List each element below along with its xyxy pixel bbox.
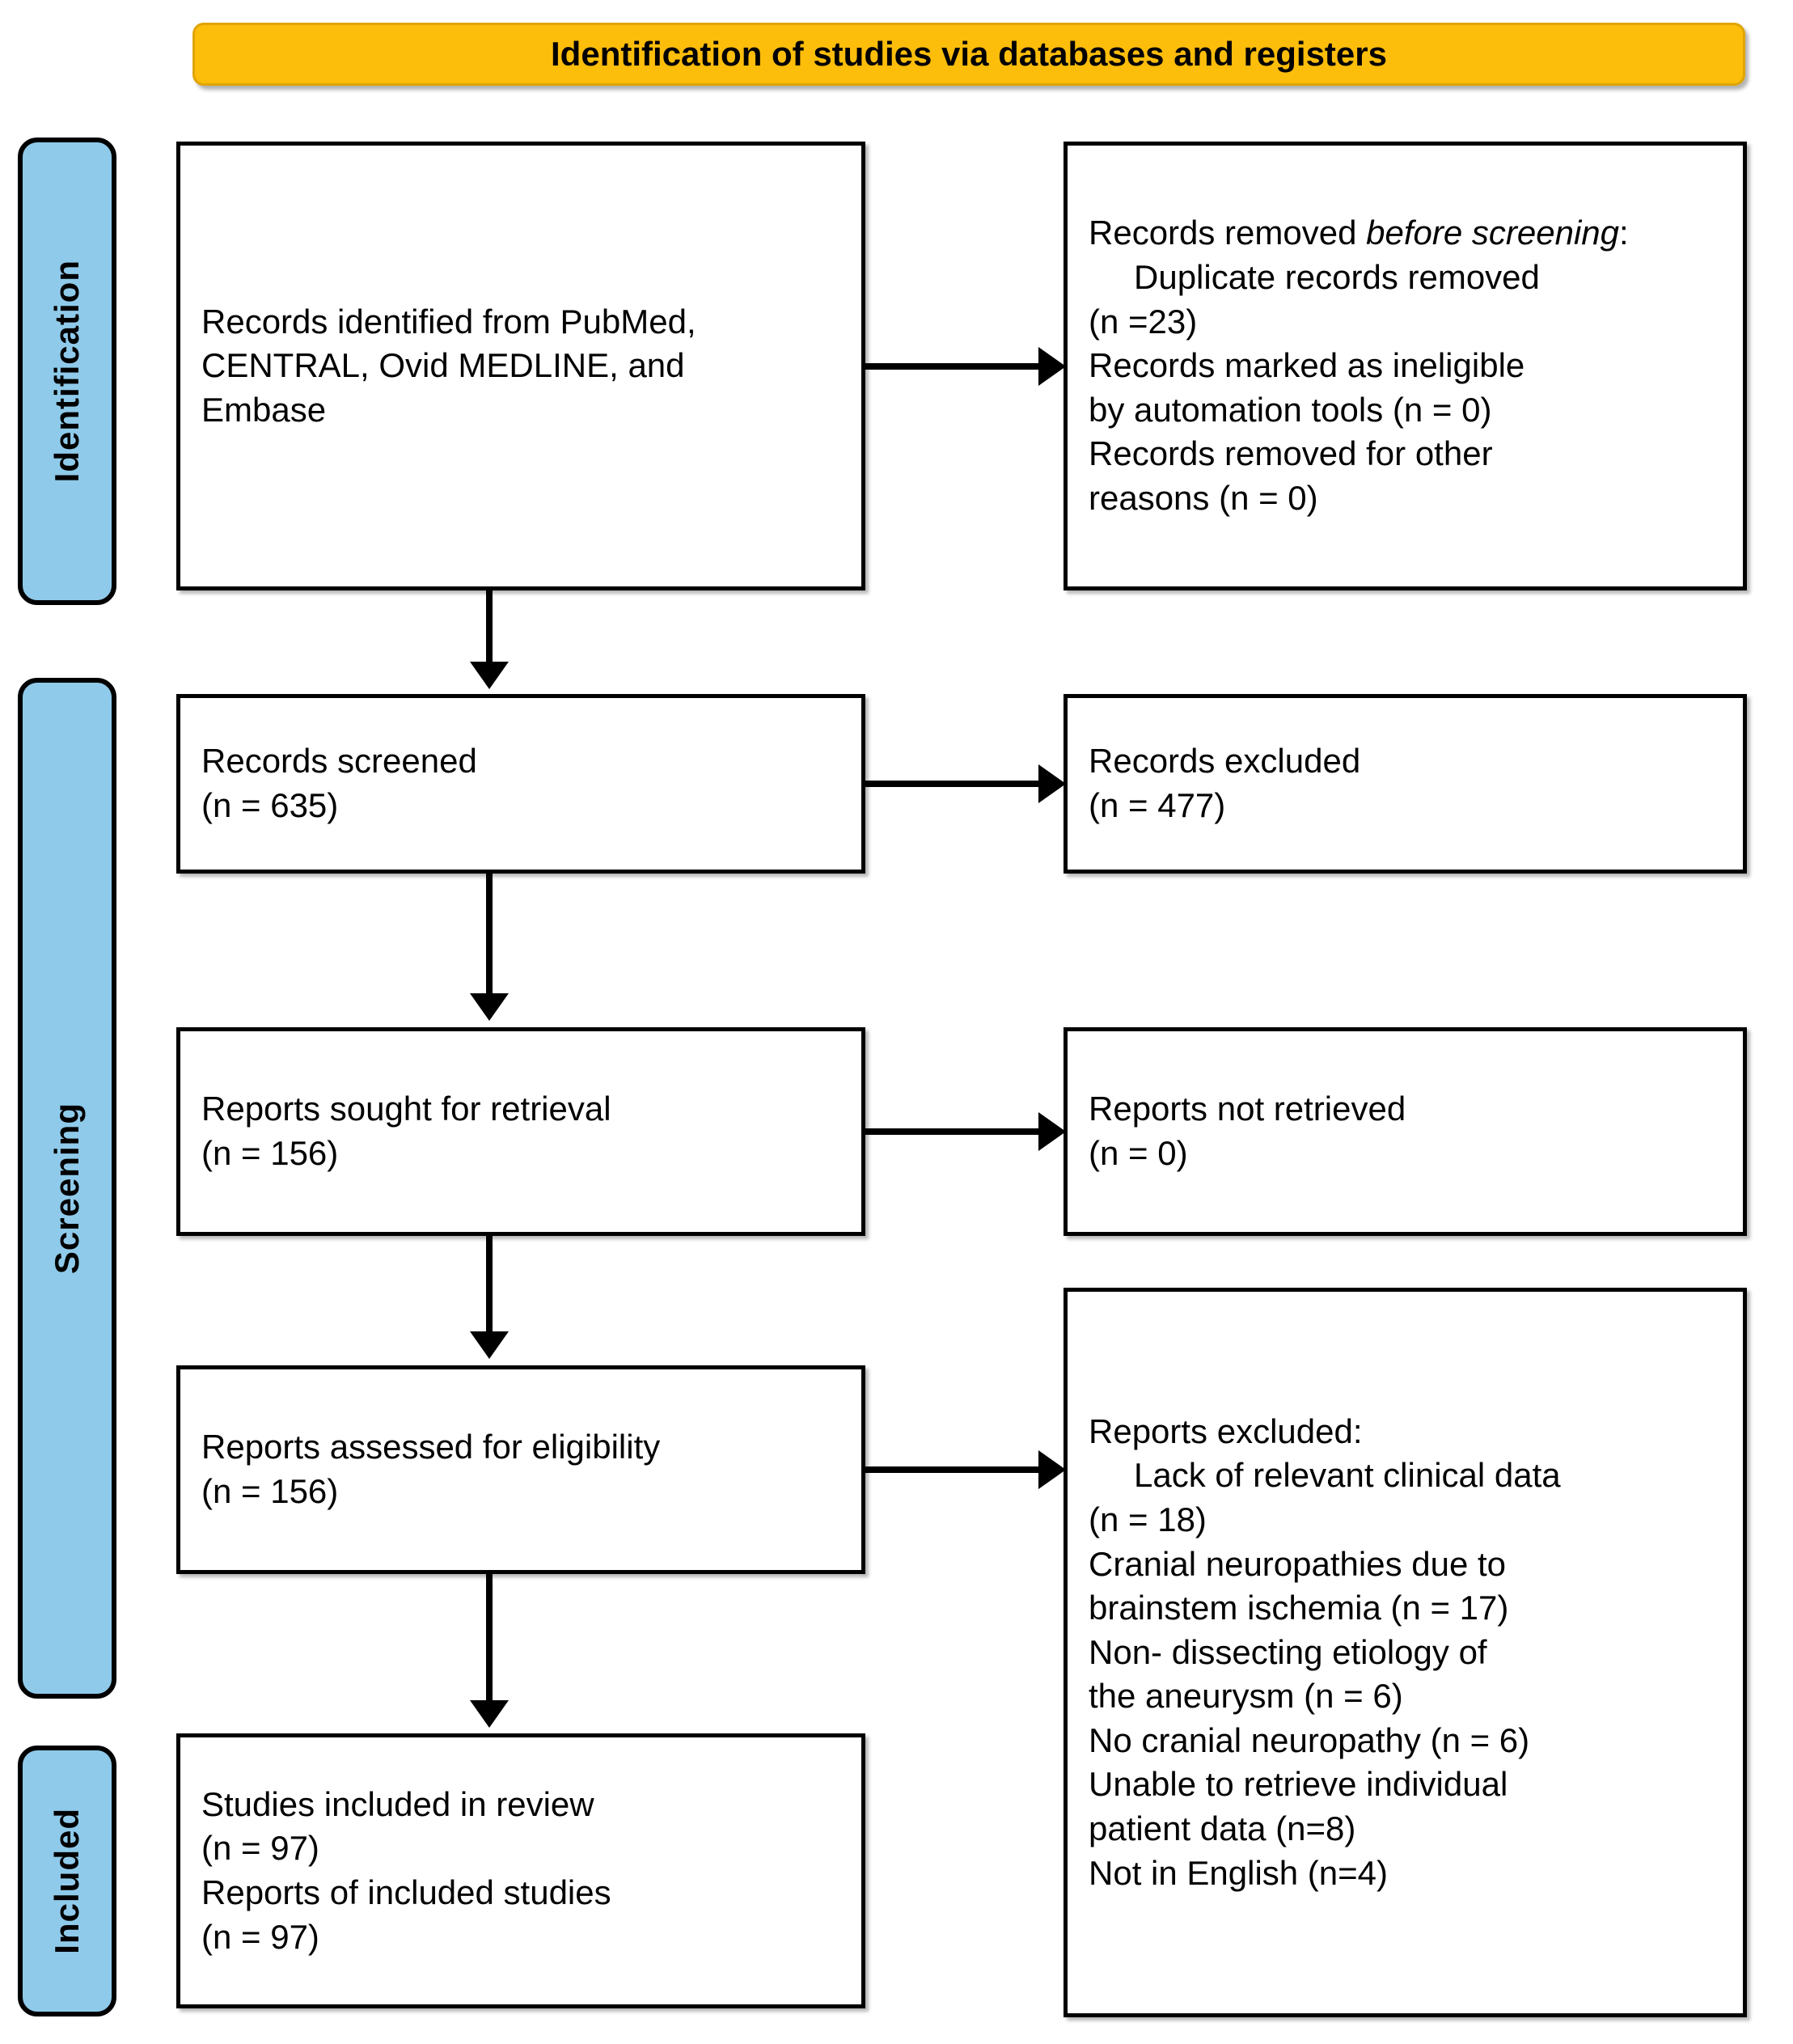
stage-tab-included-label: Included [48,1808,86,1954]
reports-assessed-line-2: (n = 156) [201,1472,339,1510]
reports-excluded-item-10: Not in English (n=4) [1089,1853,1389,1892]
reports-not-retrieved-line-2: (n = 0) [1089,1134,1188,1172]
records-removed-item-5: Records removed for other [1089,434,1493,473]
arrow-screened-to-sought-head-icon [470,993,509,1021]
box-records-screened: Records screened (n = 635) [176,694,865,874]
arrow-screened-to-excluded-line [865,781,1042,787]
reports-excluded-item-9: patient data (n=8) [1089,1809,1356,1848]
box-records-identified: Records identified from PubMed, CENTRAL,… [176,142,865,590]
records-screened-line-1: Records screened [201,742,477,781]
stage-tab-identification: Identification [18,138,116,605]
records-identified-line-3: Embase [201,390,327,429]
stage-tab-screening: Screening [18,678,116,1699]
arrow-sought-to-assessed-line [486,1236,493,1335]
records-excluded-line-1: Records excluded [1089,742,1361,781]
records-removed-item-4: by automation tools (n = 0) [1089,390,1492,429]
arrow-identified-to-removed-line [865,363,1042,370]
records-removed-heading-plain: Records removed [1089,214,1367,252]
records-removed-heading: Records removed before screening: [1089,211,1722,256]
arrow-assessed-to-reports-excluded-head-icon [1038,1450,1066,1489]
reports-assessed-line-1: Reports assessed for eligibility [201,1428,661,1466]
reports-excluded-item-1: Lack of relevant clinical data [1134,1456,1561,1495]
reports-excluded-item-6: the aneurysm (n = 6) [1089,1677,1403,1716]
reports-excluded-heading: Reports excluded: [1089,1411,1363,1450]
box-records-removed-before-screening: Records removed before screening: Duplic… [1064,142,1747,590]
studies-included-line-4: (n = 97) [201,1917,319,1956]
arrow-screened-to-excluded-head-icon [1038,764,1066,803]
records-removed-heading-italic: before screening [1366,214,1620,252]
box-records-excluded: Records excluded (n = 477) [1064,694,1747,874]
reports-not-retrieved-line-1: Reports not retrieved [1089,1090,1406,1128]
records-excluded-line-2: (n = 477) [1089,786,1226,824]
stage-tab-included: Included [18,1746,116,2016]
stage-tab-identification-label: Identification [48,260,86,483]
studies-included-line-3: Reports of included studies [201,1873,611,1911]
box-reports-sought-for-retrieval: Reports sought for retrieval (n = 156) [176,1027,865,1236]
diagram-header-banner: Identification of studies via databases … [192,23,1745,86]
records-removed-heading-colon: : [1619,214,1629,252]
records-removed-item-1: Duplicate records removed [1134,258,1540,297]
reports-excluded-item-2: (n = 18) [1089,1500,1207,1538]
records-identified-line-1: Records identified from PubMed, [201,302,696,341]
arrow-identified-to-screened-head-icon [470,662,509,689]
arrow-assessed-to-included-head-icon [470,1700,509,1728]
records-removed-item-3: Records marked as ineligible [1089,346,1525,385]
reports-excluded-item-7: No cranial neuropathy (n = 6) [1089,1720,1530,1759]
arrow-sought-to-not-retrieved-head-icon [1038,1112,1066,1151]
arrow-sought-to-assessed-head-icon [470,1331,509,1359]
records-removed-item-2: (n =23) [1089,302,1198,341]
reports-sought-line-2: (n = 156) [201,1134,339,1172]
arrow-identified-to-screened-line [486,590,493,665]
reports-excluded-item-8: Unable to retrieve individual [1089,1765,1508,1804]
studies-included-line-1: Studies included in review [201,1784,594,1823]
box-reports-not-retrieved: Reports not retrieved (n = 0) [1064,1027,1747,1236]
stage-tab-screening-label: Screening [48,1102,86,1275]
reports-sought-line-1: Reports sought for retrieval [201,1090,611,1128]
records-removed-item-6: reasons (n = 0) [1089,478,1318,517]
arrow-assessed-to-reports-excluded-line [865,1466,1042,1473]
records-identified-line-2: CENTRAL, Ovid MEDLINE, and [201,346,685,385]
studies-included-line-2: (n = 97) [201,1829,319,1868]
arrow-screened-to-sought-line [486,874,493,997]
arrow-sought-to-not-retrieved-line [865,1128,1042,1135]
box-reports-excluded: Reports excluded: Lack of relevant clini… [1064,1288,1747,2017]
reports-excluded-item-3: Cranial neuropathies due to [1089,1544,1507,1583]
reports-excluded-item-4: brainstem ischemia (n = 17) [1089,1589,1509,1627]
reports-excluded-item-5: Non- dissecting etiology of [1089,1632,1487,1671]
box-studies-included: Studies included in review (n = 97) Repo… [176,1733,865,2008]
arrow-identified-to-removed-head-icon [1038,347,1066,386]
diagram-title: Identification of studies via databases … [551,35,1387,73]
records-screened-line-2: (n = 635) [201,786,339,824]
box-reports-assessed-for-eligibility: Reports assessed for eligibility (n = 15… [176,1365,865,1574]
arrow-assessed-to-included-line [486,1574,493,1703]
